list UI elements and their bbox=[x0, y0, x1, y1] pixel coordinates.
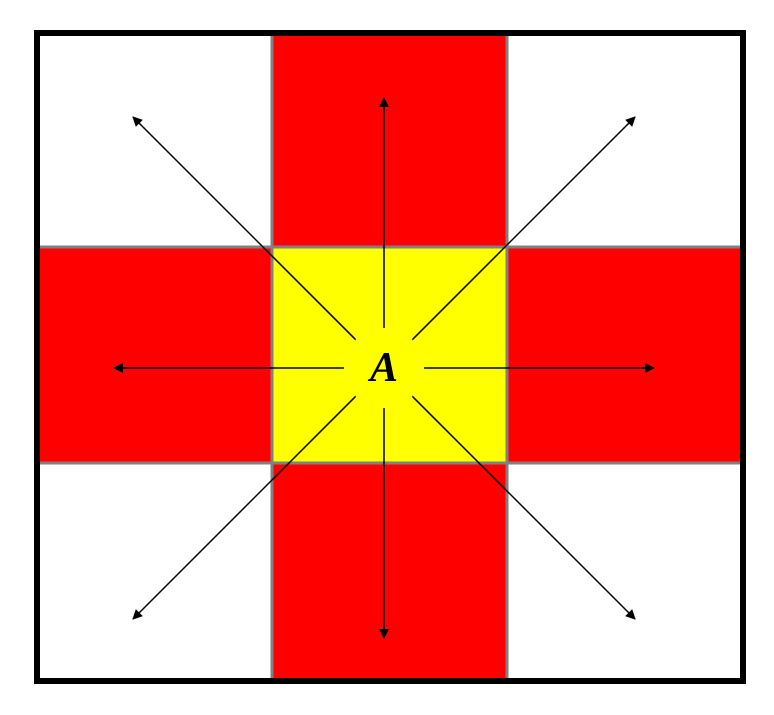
arrow-down-right bbox=[411, 395, 636, 620]
grid-cells bbox=[40, 36, 740, 678]
arrow-up-right bbox=[411, 116, 636, 341]
cell-corner-r2c0 bbox=[40, 463, 272, 678]
cell-corner-r0c0 bbox=[40, 36, 272, 247]
cell-edge-r1c2 bbox=[507, 247, 740, 463]
cell-edge-r1c0 bbox=[40, 247, 272, 463]
cell-center-r1c1 bbox=[272, 247, 507, 463]
grid-lines bbox=[40, 36, 740, 678]
arrow-down-left bbox=[132, 395, 357, 620]
cell-corner-r0c2 bbox=[507, 36, 740, 247]
cell-corner-r2c2 bbox=[507, 463, 740, 678]
direction-arrows bbox=[113, 97, 655, 639]
cell-edge-r2c1 bbox=[272, 463, 507, 678]
cell-edge-r0c1 bbox=[272, 36, 507, 247]
center-label: A bbox=[367, 345, 398, 391]
arrow-up-left bbox=[132, 116, 357, 341]
outer-border bbox=[34, 30, 746, 684]
